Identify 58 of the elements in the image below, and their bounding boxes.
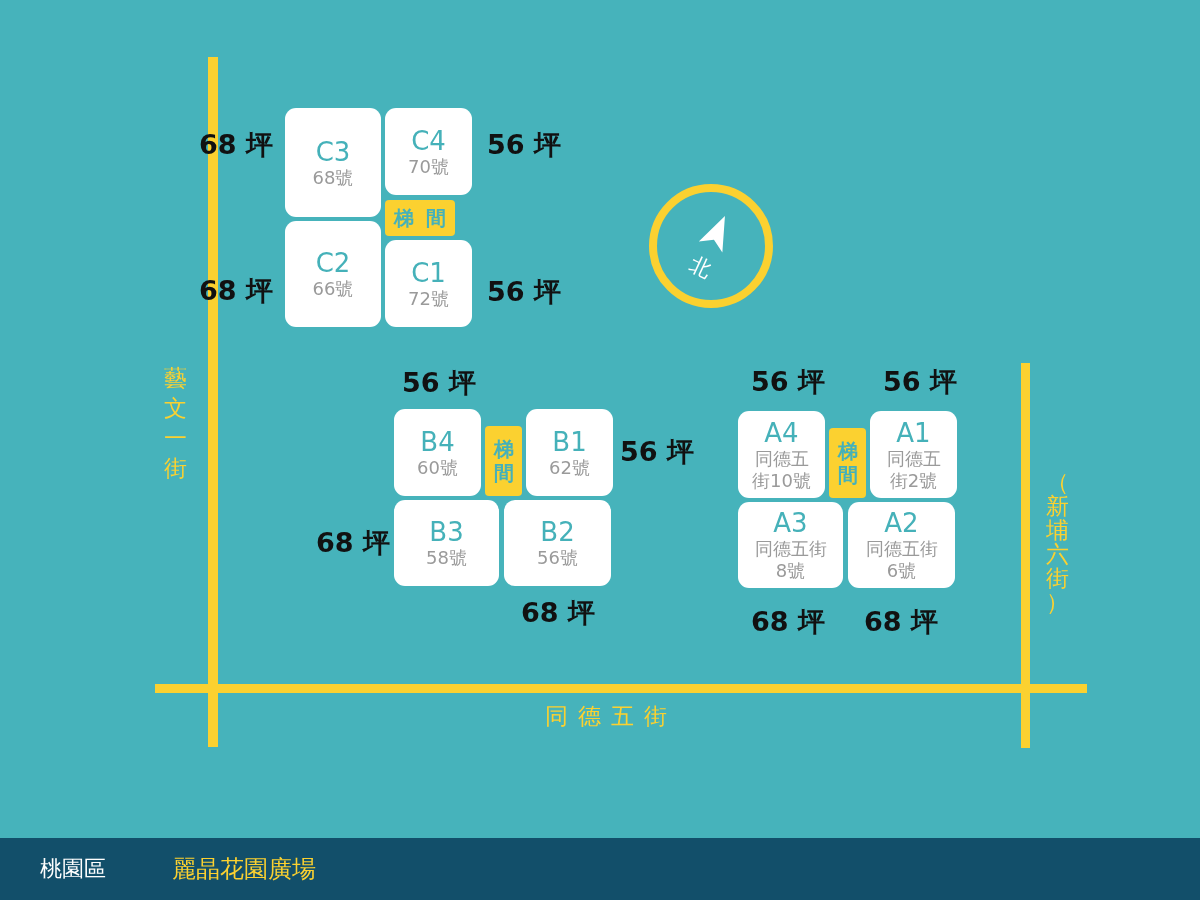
unit-box	[394, 409, 481, 496]
unit-code: C1	[411, 257, 446, 288]
unit-code: A3	[773, 508, 808, 538]
unit-code: B4	[420, 426, 455, 457]
unit-box	[738, 411, 825, 498]
house-number: 同德五街8號	[753, 538, 828, 582]
project-name: 麗晶花園廣場	[172, 855, 316, 883]
unit-code: C2	[315, 248, 351, 278]
floor-area-label: 68 坪	[751, 606, 825, 638]
unit-code: A2	[884, 508, 919, 538]
floor-area-label: 56 坪	[883, 366, 957, 398]
house-number: 72號	[408, 287, 449, 310]
floor-area-label: 56 坪	[402, 367, 476, 399]
floor-area-label: 68 坪	[316, 527, 390, 559]
unit-box	[385, 240, 472, 327]
stairwell-label: 梯間	[394, 206, 458, 230]
street-name: （新埔六街）	[1045, 470, 1069, 614]
unit-box	[870, 411, 957, 498]
street-name: 藝文一街	[163, 364, 187, 483]
house-number: 58號	[426, 547, 467, 569]
house-number: 同德五街6號	[864, 538, 939, 582]
district-name: 桃園區	[40, 856, 106, 882]
unit-box	[394, 500, 499, 586]
unit-box	[738, 502, 843, 588]
house-number: 同德五街2號	[885, 447, 942, 492]
floor-area-label: 56 坪	[487, 129, 561, 161]
stairwell-box	[829, 428, 866, 498]
unit-box	[285, 108, 381, 217]
house-number: 66號	[312, 278, 354, 300]
north-label: 北	[685, 251, 715, 283]
floor-area-label: 56 坪	[487, 276, 561, 308]
house-number: 70號	[408, 155, 449, 178]
stairwell-label: 梯間	[492, 437, 515, 485]
stairwell-box	[385, 200, 455, 236]
unit-code: C4	[411, 125, 446, 156]
stairwell-label: 梯間	[836, 439, 859, 487]
house-number: 60號	[417, 456, 458, 479]
unit-code: A4	[764, 417, 799, 448]
unit-box	[285, 221, 381, 327]
floor-area-label: 56 坪	[751, 366, 825, 398]
unit-code: C3	[315, 136, 351, 167]
house-number: 同德五街10號	[751, 447, 812, 492]
stairwell-box	[485, 426, 522, 496]
unit-box	[504, 500, 611, 586]
unit-box	[526, 409, 613, 496]
house-number: 62號	[549, 456, 590, 479]
house-number: 68號	[312, 166, 354, 189]
floor-area-label: 68 坪	[864, 606, 938, 638]
house-number: 56號	[537, 547, 578, 569]
unit-box	[385, 108, 472, 195]
unit-box	[848, 502, 955, 588]
unit-code: B1	[552, 426, 587, 457]
floor-area-label: 56 坪	[620, 436, 694, 468]
unit-code: A1	[896, 417, 931, 448]
floor-area-label: 68 坪	[521, 597, 595, 629]
unit-code: B2	[540, 517, 575, 547]
street-name: 同德五街	[545, 703, 677, 729]
unit-code: B3	[429, 517, 464, 547]
